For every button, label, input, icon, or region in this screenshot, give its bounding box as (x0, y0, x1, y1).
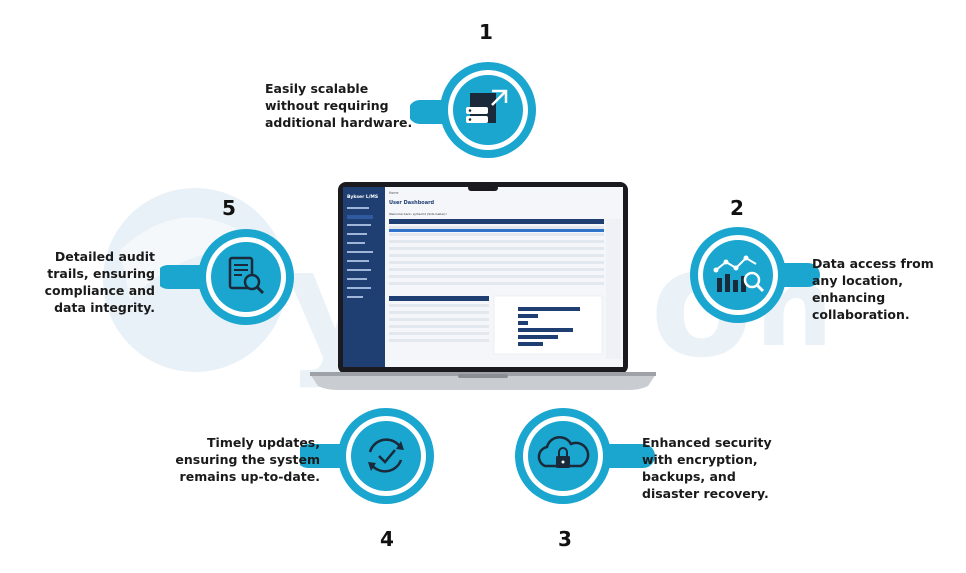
server-scale-icon (466, 89, 508, 123)
feature-2-badge (690, 227, 820, 323)
breadcrumb: Home (389, 191, 398, 195)
feature-2-number: 2 (730, 196, 744, 220)
feature-1-number: 1 (479, 20, 493, 44)
welcome-text: Welcome back, sylhechd (Sids Gellar)! (389, 212, 447, 216)
laptop-mockup: Bykser L/MS Home User Dashboard Welcome … (310, 182, 656, 390)
feature-1-badge (410, 62, 536, 158)
feature-3-number: 3 (558, 527, 572, 551)
feature-3-badge (515, 408, 655, 504)
feature-2-text: Data access from any location, enhancing… (812, 256, 934, 322)
feature-5-text: Detailed audit trails, ensuring complian… (44, 249, 155, 315)
app-sidebar (343, 187, 385, 367)
feature-5-number: 5 (222, 196, 236, 220)
feature-5-badge (160, 229, 294, 325)
feature-4-text: Timely updates, ensuring the system rema… (175, 435, 320, 484)
feature-4-badge (300, 408, 434, 504)
feature-1-text: Easily scalable without requiring additi… (265, 81, 413, 130)
feature-4-number: 4 (380, 527, 394, 551)
app-name: Bykser L/MS (347, 194, 378, 200)
page-title: User Dashboard (389, 200, 435, 206)
chart-search-icon (713, 255, 765, 293)
document-audit-icon (228, 256, 265, 295)
feature-3-text: Enhanced security with encryption, backu… (642, 435, 772, 501)
sync-check-icon (368, 438, 404, 473)
cloud-lock-icon (537, 435, 590, 468)
